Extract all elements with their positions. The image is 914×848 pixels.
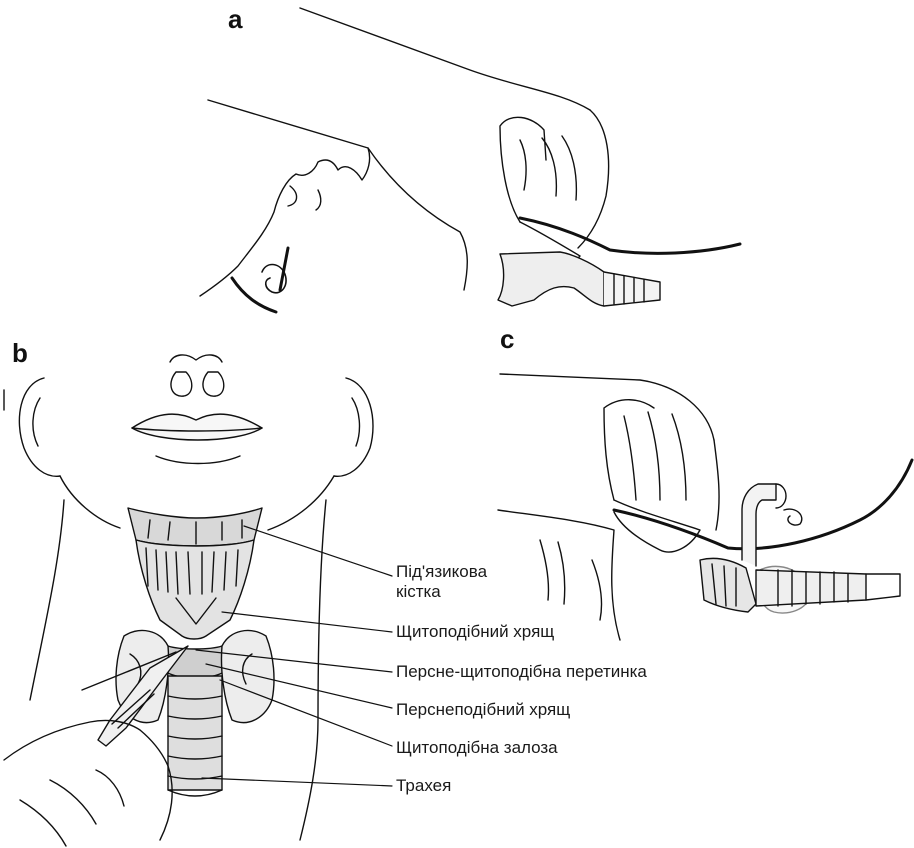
hand-b (4, 720, 172, 846)
larynx-c (700, 558, 756, 612)
label-hyoid-line1: Під'язикова (396, 562, 487, 582)
left-ear (19, 378, 60, 476)
lips-b (132, 414, 262, 440)
patient-neck-c (498, 510, 620, 640)
face-left (4, 390, 120, 528)
cannula (742, 484, 776, 566)
trachea-b (168, 676, 222, 790)
panel-a-drawing (200, 8, 740, 312)
neck-line (368, 148, 467, 290)
gland-right (221, 631, 274, 723)
thyroid-cartilage-b (136, 540, 254, 639)
label-thyroid-gland: Щитоподібна залоза (396, 738, 558, 758)
panel-label-c: c (500, 326, 514, 352)
label-trachea: Трахея (396, 776, 451, 796)
label-hyoid-line2: кістка (396, 582, 487, 602)
trachea-c (756, 570, 866, 606)
label-thyroid-cartilage: Щитоподібний хрящ (396, 622, 554, 642)
panel-label-b: b (12, 340, 28, 366)
right-ear (334, 378, 373, 476)
nostril (316, 190, 321, 210)
neck-left (30, 500, 64, 700)
strap (784, 509, 802, 525)
label-cricothyroid-membrane: Персне-щитоподібна перетинка (396, 662, 647, 682)
nostrils (171, 372, 224, 396)
chin (156, 456, 240, 464)
panel-b-drawing (4, 355, 373, 846)
label-cricoid-cartilage: Перснеподібний хрящ (396, 700, 570, 720)
label-hyoid-bone: Під'язикова кістка (396, 562, 487, 603)
panel-label-a: a (228, 6, 242, 32)
panel-c-drawing (498, 374, 912, 640)
thumb-c (614, 500, 700, 552)
lips (288, 186, 297, 206)
ear-curve (232, 278, 276, 312)
forearm-a (300, 8, 590, 110)
forearm-c (500, 374, 714, 440)
trachea-a (604, 272, 660, 306)
larynx-a (498, 252, 604, 306)
cable-a (520, 218, 740, 253)
neck-right (300, 500, 326, 840)
